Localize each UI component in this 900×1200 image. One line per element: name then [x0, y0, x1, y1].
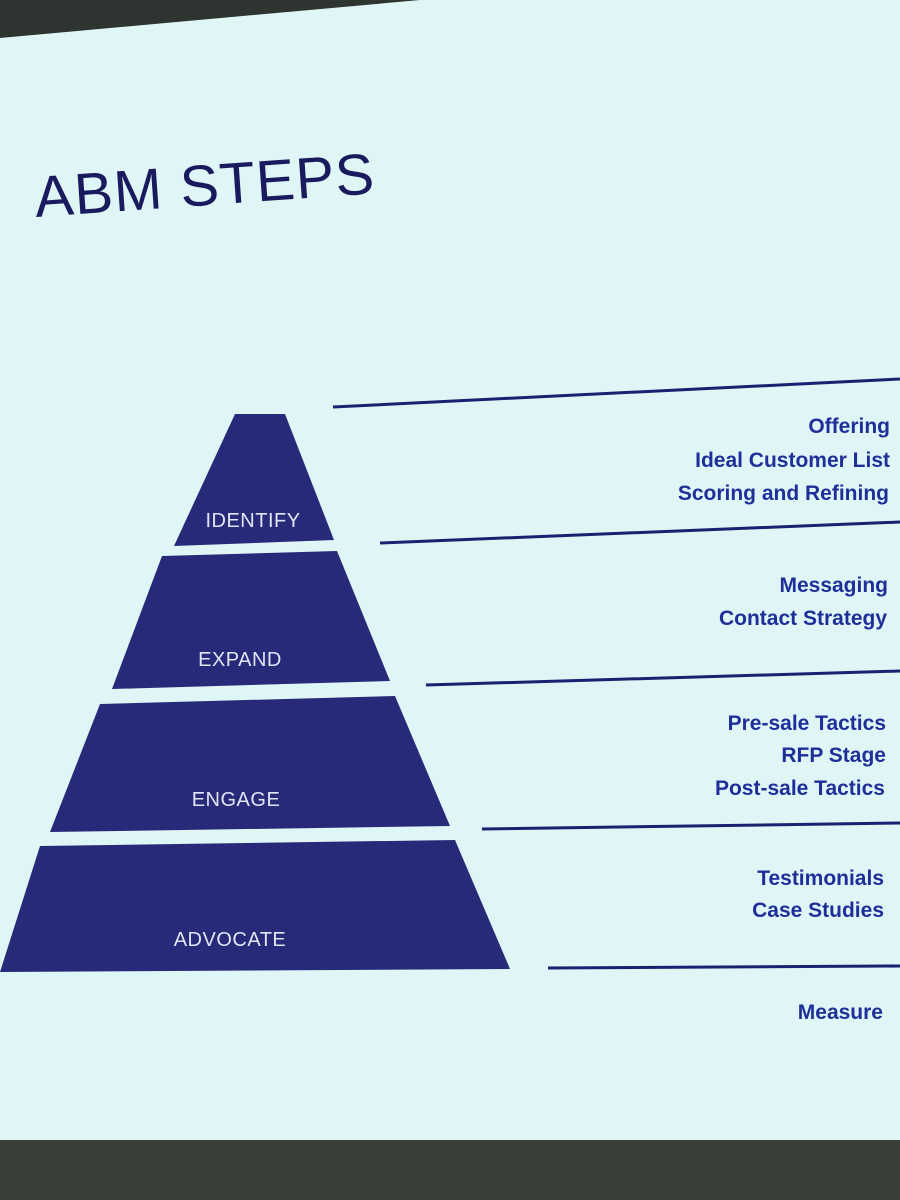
detail-item: Post-sale Tactics	[715, 777, 885, 800]
detail-group-advocate: Testimonials Case Studies	[752, 867, 884, 922]
detail-item: RFP Stage	[781, 744, 886, 767]
tier-label-engage: ENGAGE	[192, 789, 281, 811]
tier-label-expand: EXPAND	[198, 649, 282, 671]
pyramid-tier-expand	[112, 551, 390, 689]
divider-line-5	[547, 964, 900, 970]
divider-lines	[332, 377, 900, 970]
divider-line-3	[425, 669, 900, 687]
pyramid: IDENTIFY EXPAND ENGAGE ADVOCATE	[0, 414, 510, 972]
detail-group-measure: Measure	[798, 1001, 883, 1024]
divider-line-2	[379, 520, 900, 545]
detail-item: Messaging	[779, 574, 888, 597]
detail-item: Offering	[808, 415, 890, 438]
pyramid-tier-identify	[174, 414, 334, 546]
detail-item: Contact Strategy	[719, 607, 887, 630]
detail-item: Testimonials	[757, 867, 884, 890]
detail-group-identify: Offering Ideal Customer List Scoring and…	[678, 415, 890, 505]
slide-floor-shadow	[0, 1140, 900, 1200]
tier-label-advocate: ADVOCATE	[174, 929, 287, 951]
divider-line-4	[481, 821, 900, 831]
divider-line-1	[332, 377, 900, 409]
detail-item: Measure	[798, 1001, 883, 1024]
pyramid-tier-engage	[50, 696, 450, 832]
detail-item: Ideal Customer List	[695, 449, 890, 472]
detail-group-engage: Pre-sale Tactics RFP Stage Post-sale Tac…	[715, 712, 886, 800]
detail-item: Pre-sale Tactics	[728, 712, 886, 735]
detail-item: Scoring and Refining	[678, 482, 889, 505]
pyramid-tier-advocate	[0, 840, 510, 972]
detail-item: Case Studies	[752, 899, 884, 922]
tier-label-identify: IDENTIFY	[205, 510, 300, 532]
detail-group-expand: Messaging Contact Strategy	[719, 574, 888, 630]
